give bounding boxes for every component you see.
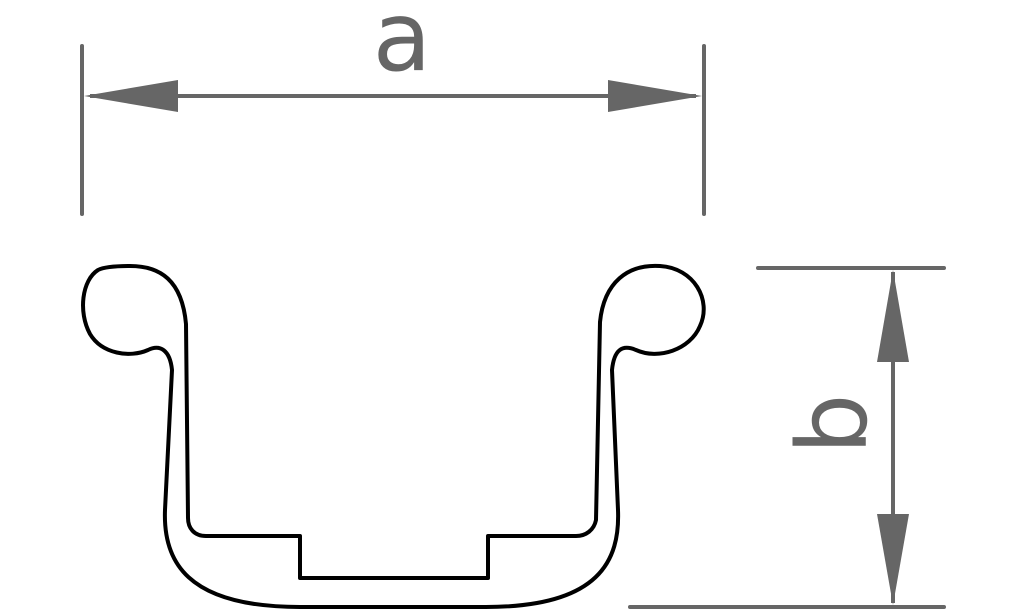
dim-a-arrow-right — [608, 80, 702, 112]
profile-outline — [81, 263, 706, 609]
dim-b-arrow-bottom — [877, 514, 909, 605]
dim-a-arrow-left — [84, 80, 178, 112]
dim-b-arrow-top — [877, 270, 909, 362]
dim-b-label: b — [777, 394, 889, 455]
dim-a-label: a — [373, 0, 432, 93]
